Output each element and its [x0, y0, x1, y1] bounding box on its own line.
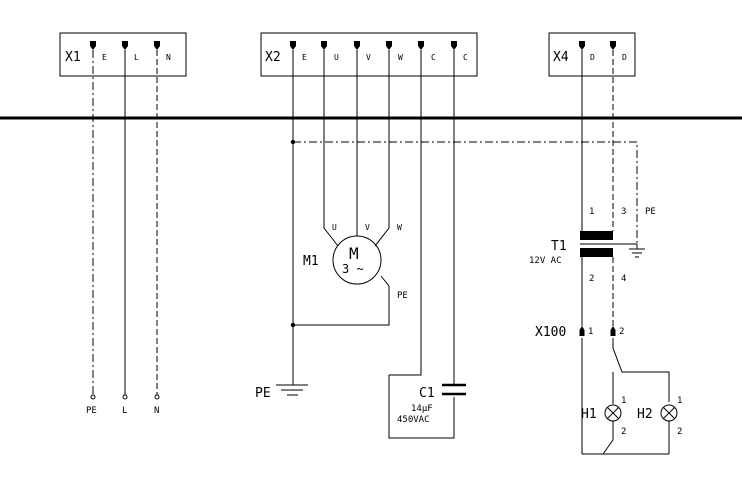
wire-motor-pe: [293, 275, 390, 326]
wire-cap-1: [389, 50, 422, 376]
transformer-name: T1: [551, 239, 567, 254]
pin-icon: [610, 41, 616, 50]
pin-icon: [579, 326, 585, 336]
terminal-block-x4: X4 D D: [548, 32, 636, 77]
pin-icon: [451, 41, 457, 50]
terminal-block-x4-frame: [548, 32, 636, 77]
x1-pin-label: N: [166, 53, 171, 62]
terminal-l-node: [122, 394, 128, 400]
x2-pin-label: U: [334, 53, 339, 62]
connector-pin-label: 2: [619, 327, 624, 337]
wire-motor-u: [323, 50, 339, 247]
pin-icon: [610, 326, 616, 336]
pin-icon: [354, 41, 360, 50]
capacitor-frame: [388, 375, 455, 439]
x2-pin-label: C: [431, 53, 436, 62]
bottom-terminal-label: L: [122, 406, 127, 416]
motor-m1: M 3 ~ M1: [303, 235, 382, 285]
terminal-block-x1-label: X1: [65, 50, 81, 65]
lamp-pin-label: 2: [621, 427, 626, 437]
lamp-icon: [604, 404, 622, 422]
capacitor-name: C1: [419, 386, 435, 401]
pin-icon: [90, 41, 96, 50]
connector-name: X100: [535, 325, 566, 340]
x2-pin-label: V: [366, 53, 371, 62]
terminal-block-x1-frame: [59, 32, 187, 77]
bottom-terminal-label: N: [154, 406, 159, 416]
pin-icon: [579, 41, 585, 50]
transformer-primary-winding: [580, 231, 613, 240]
transformer-rating: 12V AC: [529, 256, 562, 266]
terminal-block-x2: X2 E U V W C C: [260, 32, 478, 77]
x2-pin-label: W: [398, 53, 403, 62]
transformer-pin-label: 3: [621, 207, 626, 217]
motor-circle: [332, 235, 382, 285]
bottom-terminal-label: PE: [86, 406, 97, 416]
motor-name: M1: [303, 254, 319, 269]
capacitor-icon: [442, 383, 466, 396]
transformer-pe-label: PE: [645, 207, 656, 217]
wire-h1-return: [602, 439, 614, 455]
pin-icon: [418, 41, 424, 50]
ground-label: PE: [255, 386, 271, 401]
transformer-t1: T1 12V AC 1 3 2 4: [529, 207, 637, 284]
pin-icon: [154, 41, 160, 50]
pin-icon: [321, 41, 327, 50]
terminal-block-x2-frame: [260, 32, 478, 77]
lamp-pin-label: 2: [677, 427, 682, 437]
lamp-pin-label: 1: [677, 396, 682, 406]
terminal-pe-node: [90, 394, 96, 400]
x2-pin-label: C: [463, 53, 468, 62]
motor-phase: 3 ~: [342, 262, 364, 276]
lamp-icon: [660, 404, 678, 422]
motor-winding-label: U: [332, 223, 337, 232]
transformer-secondary-winding: [580, 248, 613, 257]
connector-pin-label: 1: [588, 327, 593, 337]
terminal-block-x2-label: X2: [265, 50, 281, 65]
x1-pin-label: E: [102, 53, 107, 62]
capacitor-value: 14µF: [411, 404, 433, 414]
pin-icon: [290, 41, 296, 50]
ground-icon: [276, 384, 308, 396]
pin-icon: [122, 41, 128, 50]
motor-winding-label: V: [365, 223, 370, 232]
ground-icon: [629, 244, 645, 258]
motor-pe-label: PE: [397, 291, 408, 301]
lamp-name: H2: [637, 407, 653, 422]
transformer-pin-label: 4: [621, 274, 626, 284]
wire-pe-to-transformer: [293, 141, 638, 248]
x2-pin-label: E: [302, 53, 307, 62]
transformer-pin-label: 1: [589, 207, 594, 217]
motor-symbol: M: [349, 244, 359, 263]
terminal-block-x1: X1 E L N: [59, 32, 187, 77]
x1-pin-label: L: [134, 53, 139, 62]
x4-pin-label: D: [622, 53, 627, 62]
terminal-block-x4-label: X4: [553, 50, 569, 65]
transformer-pin-label: 2: [589, 274, 594, 284]
lamp-name: H1: [581, 407, 597, 422]
wire-lamp-feed: [612, 338, 670, 402]
lamp-h2: H2 1 2: [637, 396, 682, 437]
terminal-n-node: [154, 394, 160, 400]
lamp-h1: H1 1 2: [581, 396, 626, 437]
x4-pin-label: D: [590, 53, 595, 62]
connector-x100: X100 1 2: [535, 325, 624, 340]
lamp-pin-label: 1: [621, 396, 626, 406]
motor-winding-label: W: [397, 223, 402, 232]
wire-motor-w: [374, 50, 390, 247]
capacitor-rating: 450VAC: [397, 415, 430, 425]
pin-icon: [386, 41, 392, 50]
